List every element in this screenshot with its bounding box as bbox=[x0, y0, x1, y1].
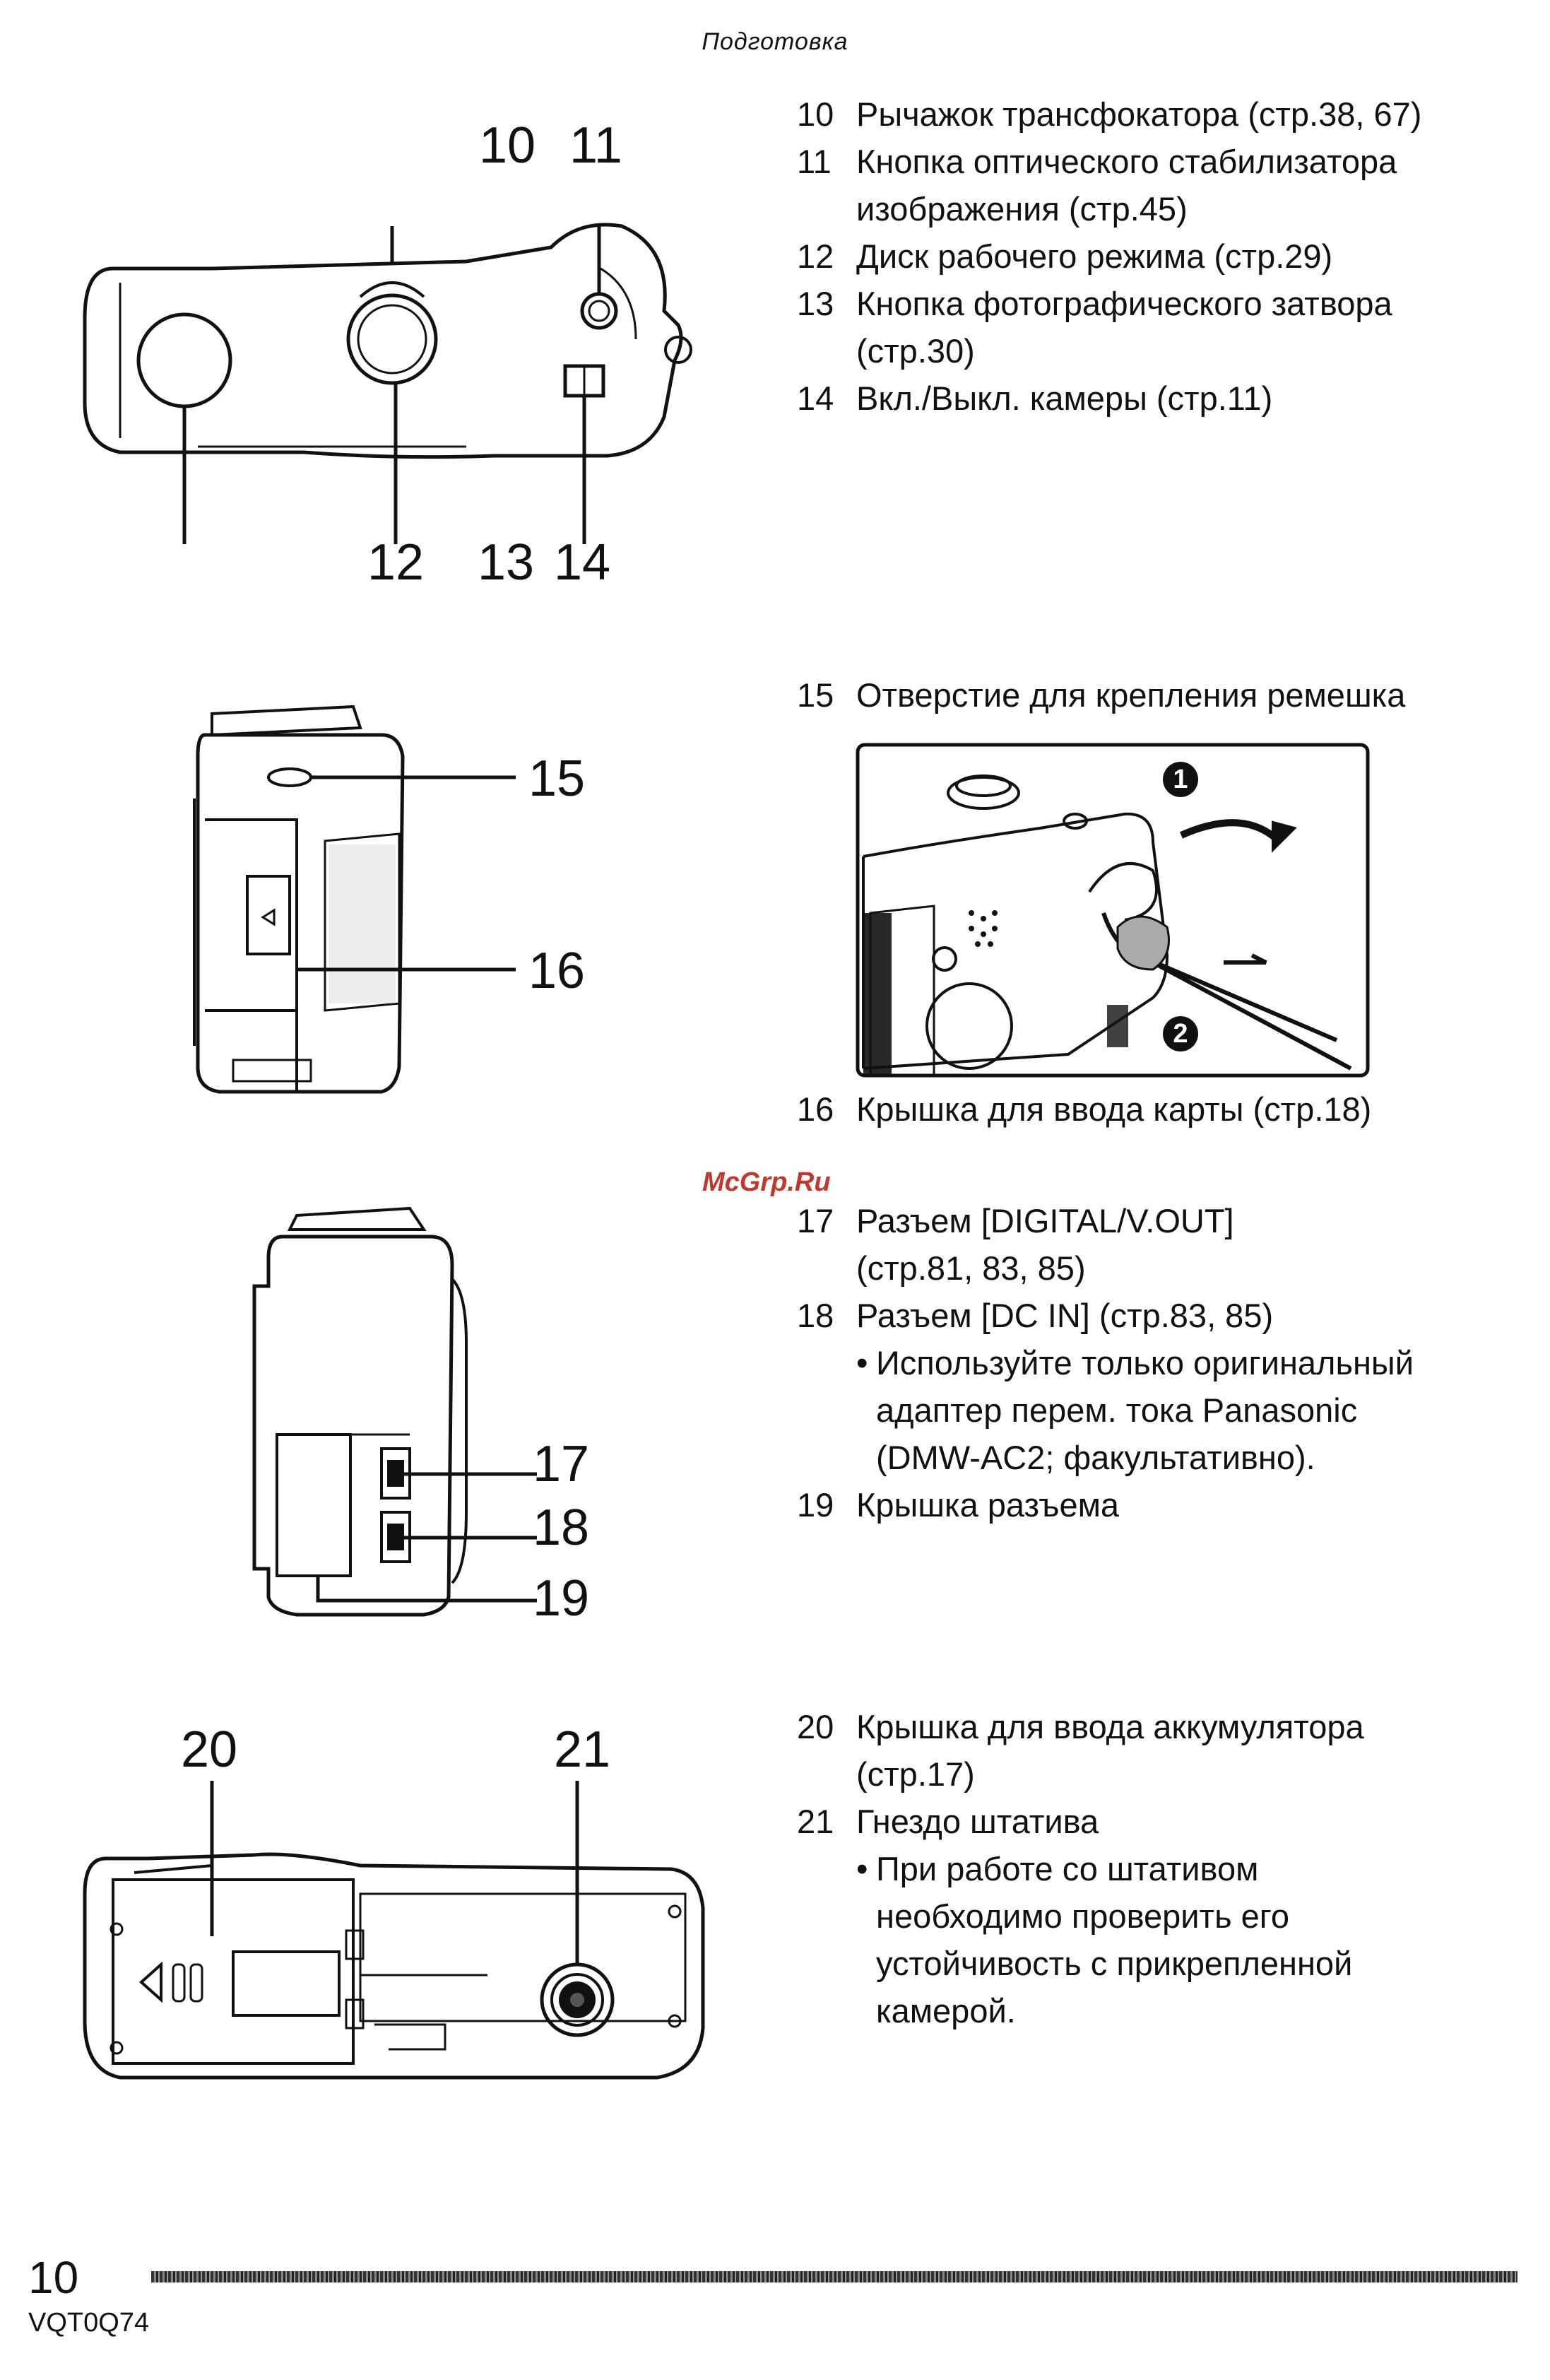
bullet-text: камерой. bbox=[876, 1992, 1016, 2030]
mode-dial-circle-12-visible bbox=[71, 106, 706, 601]
item-text: Крышка для ввода карты (стр.18) bbox=[856, 1090, 1372, 1128]
section2-list-top: 15 Отверстие для крепления ремешка bbox=[797, 671, 1532, 719]
list-item-17: 17 Разъем [DIGITAL/V.OUT] (стр.81, 83, 85… bbox=[797, 1197, 1532, 1292]
list-item-13: 13 Кнопка фотографического затвора (стр.3… bbox=[797, 280, 1532, 375]
item-number: 18 bbox=[797, 1297, 834, 1334]
list-item-12: 12 Диск рабочего режима (стр.29) bbox=[797, 232, 1532, 280]
callout-18: 18 bbox=[533, 1500, 590, 1556]
step-1-badge: 1 bbox=[1163, 762, 1198, 797]
callout-13: 13 bbox=[478, 534, 535, 591]
watermark: McGrp.Ru bbox=[702, 1167, 831, 1197]
item-number: 16 bbox=[797, 1090, 834, 1128]
callout-10: 10 bbox=[479, 117, 536, 174]
item-text: Рычажок трансфокатора (стр.38, 67) bbox=[856, 95, 1422, 133]
item-text: (стр.30) bbox=[856, 332, 975, 370]
item-number: 21 bbox=[797, 1803, 834, 1840]
list-item-15: 15 Отверстие для крепления ремешка bbox=[797, 671, 1532, 719]
item-number: 20 bbox=[797, 1708, 834, 1745]
callout-12: 12 bbox=[367, 534, 425, 591]
strap-attach-photo: 1 2 bbox=[856, 743, 1370, 1078]
section4-list: 20 Крышка для ввода аккумулятора (стр.17)… bbox=[797, 1703, 1532, 2034]
camera-top-view bbox=[71, 106, 706, 601]
bullet-note-18: • Используйте только оригинальный адаптер… bbox=[797, 1339, 1532, 1481]
item-text: Гнездо штатива bbox=[856, 1803, 1099, 1840]
callout-21: 21 bbox=[554, 1721, 611, 1778]
list-item-19: 19 Крышка разъема bbox=[797, 1481, 1532, 1528]
bullet-text: необходимо проверить его bbox=[876, 1897, 1290, 1935]
section1-list: 10 Рычажок трансфокатора (стр.38, 67) 11… bbox=[797, 90, 1532, 422]
callout-19: 19 bbox=[533, 1570, 590, 1627]
item-number: 12 bbox=[797, 237, 834, 275]
camera-bottom-view bbox=[78, 1767, 714, 2120]
item-number: 13 bbox=[797, 285, 834, 322]
item-number: 19 bbox=[797, 1486, 834, 1524]
bullet-glyph: • bbox=[856, 1344, 868, 1382]
list-item-11: 11 Кнопка оптического стабилизатора изобр… bbox=[797, 138, 1532, 232]
item-number: 11 bbox=[797, 143, 832, 180]
bullet-text: устойчивость с прикрепленной bbox=[876, 1945, 1353, 1982]
step-2-badge: 2 bbox=[1163, 1016, 1198, 1051]
item-text: Кнопка оптического стабилизатора bbox=[856, 143, 1397, 180]
list-item-20: 20 Крышка для ввода аккумулятора (стр.17) bbox=[797, 1703, 1532, 1798]
page-number: 10 bbox=[28, 2252, 79, 2303]
item-text: (стр.81, 83, 85) bbox=[856, 1249, 1086, 1287]
camera-side-view-left bbox=[184, 693, 608, 1117]
callout-15: 15 bbox=[528, 750, 586, 807]
bullet-text: При работе со штативом bbox=[876, 1850, 1259, 1887]
list-item-16: 16 Крышка для ввода карты (стр.18) bbox=[797, 1085, 1532, 1133]
section2-list-bottom: 16 Крышка для ввода карты (стр.18) bbox=[797, 1085, 1532, 1133]
list-item-21: 21 Гнездо штатива bbox=[797, 1798, 1532, 1845]
item-number: 17 bbox=[797, 1202, 834, 1239]
bullet-text: адаптер перем. тока Panasonic bbox=[876, 1391, 1358, 1429]
camera-side-view-right bbox=[240, 1201, 636, 1639]
item-number: 15 bbox=[797, 676, 834, 714]
item-text: Вкл./Выкл. камеры (стр.11) bbox=[856, 379, 1273, 417]
callout-17: 17 bbox=[533, 1436, 590, 1492]
item-text: Кнопка фотографического затвора bbox=[856, 285, 1392, 322]
item-text: Крышка разъема bbox=[856, 1486, 1120, 1524]
bullet-glyph: • bbox=[856, 1850, 868, 1887]
section3-list: 17 Разъем [DIGITAL/V.OUT] (стр.81, 83, 85… bbox=[797, 1197, 1532, 1528]
callout-11: 11 bbox=[569, 117, 622, 174]
callout-16: 16 bbox=[528, 943, 586, 999]
item-text: Отверстие для крепления ремешка bbox=[856, 676, 1406, 714]
footer-rule bbox=[151, 2271, 1518, 2282]
bullet-text: Используйте только оригинальный bbox=[876, 1344, 1414, 1382]
bullet-text: (DMW-AC2; факультативно). bbox=[876, 1439, 1315, 1476]
item-text: Диск рабочего режима (стр.29) bbox=[856, 237, 1333, 275]
item-text: изображения (стр.45) bbox=[856, 190, 1188, 228]
document-code: VQT0Q74 bbox=[28, 2308, 150, 2338]
item-number: 14 bbox=[797, 379, 834, 417]
list-item-18: 18 Разъем [DC IN] (стр.83, 85) bbox=[797, 1292, 1532, 1339]
item-text: Крышка для ввода аккумулятора bbox=[856, 1708, 1364, 1745]
item-text: Разъем [DC IN] (стр.83, 85) bbox=[856, 1297, 1274, 1334]
item-number: 10 bbox=[797, 95, 834, 133]
running-header: Подготовка bbox=[702, 28, 848, 55]
item-text: Разъем [DIGITAL/V.OUT] bbox=[856, 1202, 1234, 1239]
item-text: (стр.17) bbox=[856, 1755, 975, 1793]
list-item-10: 10 Рычажок трансфокатора (стр.38, 67) bbox=[797, 90, 1532, 138]
callout-14: 14 bbox=[554, 534, 611, 591]
list-item-14: 14 Вкл./Выкл. камеры (стр.11) bbox=[797, 375, 1532, 422]
callout-20: 20 bbox=[181, 1721, 238, 1778]
bullet-note-21: • При работе со штативом необходимо прове… bbox=[797, 1845, 1532, 2034]
